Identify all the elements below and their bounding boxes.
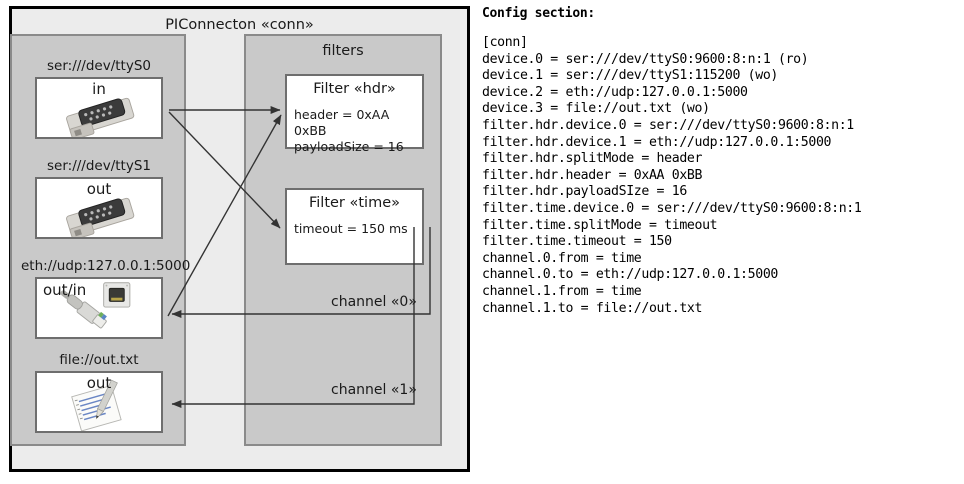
config-section: Config section: [conn] device.0 = ser://… (482, 6, 960, 317)
config-heading: Config section: (482, 6, 595, 21)
filter-block-time[interactable]: Filter «time» timeout = 150 ms (285, 188, 424, 265)
channel-label-1: channel «1» (331, 382, 417, 398)
filter-property: timeout = 150 ms (294, 221, 408, 236)
device-label: ser:///dev/ttyS0 (47, 58, 151, 74)
config-lines: [conn] device.0 = ser:///dev/ttyS0:9600:… (482, 35, 862, 316)
page-title: PIConnecton «conn» (165, 17, 314, 33)
serial-port-icon (66, 197, 135, 237)
device-direction: out (86, 180, 112, 198)
device-direction: out (86, 374, 112, 392)
filter-property: payloadSize = 16 (294, 139, 404, 154)
filter-properties: header = 0xAA 0xBB payloadSize = 16 (294, 107, 422, 155)
text-file-icon (71, 379, 122, 431)
device-direction: out/in (43, 281, 87, 299)
devices-panel: ser:///dev/ttyS0 in (10, 34, 191, 446)
device-box[interactable]: out (35, 371, 163, 433)
serial-port-icon (66, 97, 135, 137)
device-box[interactable]: out (35, 177, 163, 239)
channel-label-0: channel «0» (331, 294, 417, 310)
filter-title: Filter «hdr» (313, 81, 396, 97)
filter-block-hdr[interactable]: Filter «hdr» header = 0xAA 0xBB payloadS… (285, 74, 424, 154)
device-label: eth://udp:127.0.0.1:5000 (21, 258, 191, 274)
device-box[interactable]: in (35, 77, 163, 139)
device-label: file://out.txt (59, 352, 139, 368)
device-label: ser:///dev/ttyS1 (47, 158, 151, 174)
device-box[interactable]: out/in (35, 277, 163, 339)
filter-property: header = 0xAA 0xBB (294, 107, 390, 138)
ethernet-port-icon (60, 282, 131, 329)
filter-title: Filter «time» (308, 195, 401, 211)
filters-panel-title: filters (322, 43, 364, 59)
device-direction: in (92, 80, 106, 98)
filter-properties: timeout = 150 ms (294, 221, 408, 237)
